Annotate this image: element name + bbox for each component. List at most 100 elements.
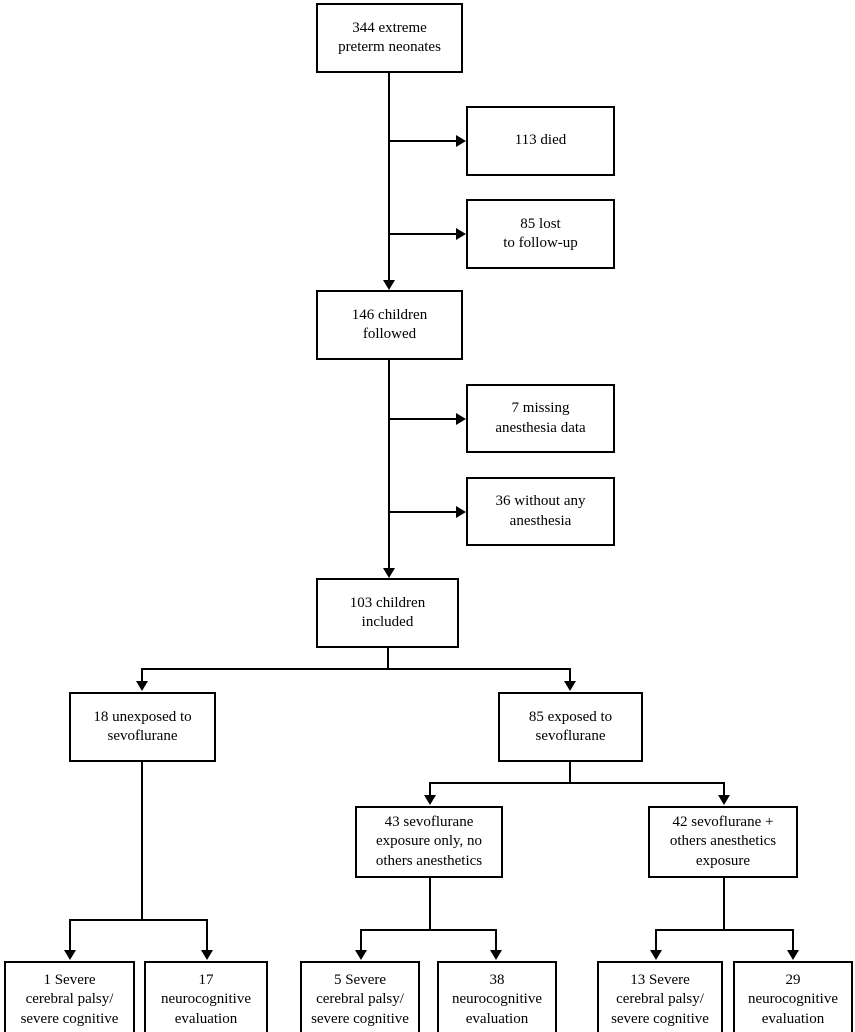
node-missing-anesthesia-data: 7 missing anesthesia data xyxy=(466,384,615,453)
connector-included-left-drop xyxy=(141,668,143,682)
connector-trunk-middle xyxy=(388,360,390,569)
connector-exposed-bus xyxy=(429,782,725,784)
node-line: neurocognitive xyxy=(748,991,838,1008)
node-outcome-sevo-only-neurocognitive: 38 neurocognitive evaluation xyxy=(437,961,557,1032)
arrow-to-children-included xyxy=(383,568,395,578)
node-unexposed-sevoflurane: 18 unexposed to sevoflurane xyxy=(69,692,216,762)
node-died: 113 died xyxy=(466,106,615,176)
arrow-to-outcome-unexposed-cp xyxy=(64,950,76,960)
node-line: others anesthetics xyxy=(669,833,777,850)
node-line: evaluation xyxy=(761,1010,825,1027)
node-line: 36 without any xyxy=(495,493,586,510)
node-outcome-sevo-plus-cerebral-palsy: 13 Severe cerebral palsy/ severe cogniti… xyxy=(597,961,723,1032)
node-children-followed: 146 children followed xyxy=(316,290,463,360)
node-line: severe cognitive xyxy=(20,1010,119,1027)
node-line: cerebral palsy/ xyxy=(616,991,704,1008)
node-outcome-sevo-only-cerebral-palsy: 5 Severe cerebral palsy/ severe cognitiv… xyxy=(300,961,420,1032)
node-line: cerebral palsy/ xyxy=(316,991,404,1008)
arrow-to-exposed xyxy=(564,681,576,691)
connector-to-died xyxy=(388,140,456,142)
node-line: 42 sevoflurane + xyxy=(672,814,774,831)
node-line: 7 missing xyxy=(511,400,570,417)
arrow-to-missing-data xyxy=(456,413,466,425)
node-line: others anesthetics xyxy=(375,852,483,869)
node-line: 18 unexposed to xyxy=(93,708,192,725)
arrow-to-lost xyxy=(456,228,466,240)
connector-unexposed-stem xyxy=(141,762,143,921)
node-exposed-sevoflurane: 85 exposed to sevoflurane xyxy=(498,692,643,762)
node-line: anesthesia data xyxy=(495,419,586,436)
node-line: neurocognitive xyxy=(161,991,251,1008)
node-line: 146 children xyxy=(351,306,428,323)
node-line: evaluation xyxy=(465,1010,529,1027)
node-line: 113 died xyxy=(514,132,567,149)
connector-included-stem xyxy=(387,648,389,670)
node-line: severe cognitive xyxy=(611,1010,709,1027)
connector-exposed-right-drop xyxy=(723,782,725,796)
node-line: cerebral palsy/ xyxy=(25,991,114,1008)
connector-sevo-only-bus xyxy=(360,929,497,931)
arrow-to-sevoflurane-plus xyxy=(718,795,730,805)
arrow-to-children-followed xyxy=(383,280,395,290)
node-line: to follow-up xyxy=(503,235,578,251)
node-outcome-unexposed-neurocognitive: 17 neurocognitive evaluation xyxy=(144,961,268,1032)
node-line: preterm neonates xyxy=(338,39,441,55)
connector-trunk-top xyxy=(388,73,390,281)
arrow-to-outcome-sevo-only-cp xyxy=(355,950,367,960)
node-sevoflurane-plus-others: 42 sevoflurane + others anesthetics expo… xyxy=(648,806,798,878)
node-line: 85 exposed to xyxy=(528,708,613,725)
node-line: 13 Severe xyxy=(630,972,690,989)
arrow-to-outcome-sevo-plus-neuro xyxy=(787,950,799,960)
arrow-to-outcome-unexposed-neuro xyxy=(201,950,213,960)
node-line: 1 Severe xyxy=(43,972,96,989)
node-line: 344 extreme xyxy=(352,19,427,36)
node-line: 5 Severe xyxy=(333,972,387,989)
arrow-to-outcome-sevo-plus-cp xyxy=(650,950,662,960)
connector-sevo-only-left-drop xyxy=(360,929,362,951)
connector-unexposed-left-drop xyxy=(69,919,71,951)
node-line: followed xyxy=(362,326,417,342)
node-line: sevoflurane xyxy=(535,728,606,744)
connector-included-right-drop xyxy=(569,668,571,682)
connector-unexposed-right-drop xyxy=(206,919,208,951)
connector-sevo-plus-bus xyxy=(655,929,794,931)
connector-sevo-plus-right-drop xyxy=(792,929,794,951)
node-children-included: 103 children included xyxy=(316,578,459,648)
node-total-neonates: 344 extreme preterm neonates xyxy=(316,3,463,73)
arrow-to-outcome-sevo-only-neuro xyxy=(490,950,502,960)
connector-sevo-plus-stem xyxy=(723,878,725,931)
node-without-anesthesia: 36 without any anesthesia xyxy=(466,477,615,546)
connector-sevo-plus-left-drop xyxy=(655,929,657,951)
node-line: 43 sevoflurane xyxy=(384,814,474,831)
node-line: anesthesia xyxy=(509,512,572,529)
node-line: evaluation xyxy=(174,1010,238,1027)
node-line: included xyxy=(361,614,414,630)
connector-sevo-only-stem xyxy=(429,878,431,931)
node-line: sevoflurane xyxy=(107,728,178,744)
node-line: 85 lost xyxy=(520,215,561,232)
connector-unexposed-bus xyxy=(69,919,208,921)
connector-to-no-anesthesia xyxy=(388,511,456,513)
arrow-to-sevoflurane-only xyxy=(424,795,436,805)
node-line: exposure only, no xyxy=(375,833,483,850)
node-lost-to-followup: 85 lost to follow-up xyxy=(466,199,615,269)
node-outcome-sevo-plus-neurocognitive: 29 neurocognitive evaluation xyxy=(733,961,853,1032)
node-line: severe cognitive xyxy=(311,1010,409,1027)
node-line: neurocognitive xyxy=(452,991,542,1008)
node-line: 29 xyxy=(785,972,801,989)
connector-exposed-stem xyxy=(569,762,571,784)
connector-to-lost xyxy=(388,233,456,235)
node-line: 17 xyxy=(198,972,214,989)
connector-included-bus xyxy=(141,668,571,670)
connector-sevo-only-right-drop xyxy=(495,929,497,951)
node-sevoflurane-only: 43 sevoflurane exposure only, no others … xyxy=(355,806,503,878)
node-line: 38 xyxy=(489,972,505,989)
connector-exposed-left-drop xyxy=(429,782,431,796)
node-line: exposure xyxy=(695,852,751,869)
node-outcome-unexposed-cerebral-palsy: 1 Severe cerebral palsy/ severe cognitiv… xyxy=(4,961,135,1032)
arrow-to-unexposed xyxy=(136,681,148,691)
connector-to-missing-data xyxy=(388,418,456,420)
node-line: 103 children xyxy=(349,594,426,611)
arrow-to-died xyxy=(456,135,466,147)
